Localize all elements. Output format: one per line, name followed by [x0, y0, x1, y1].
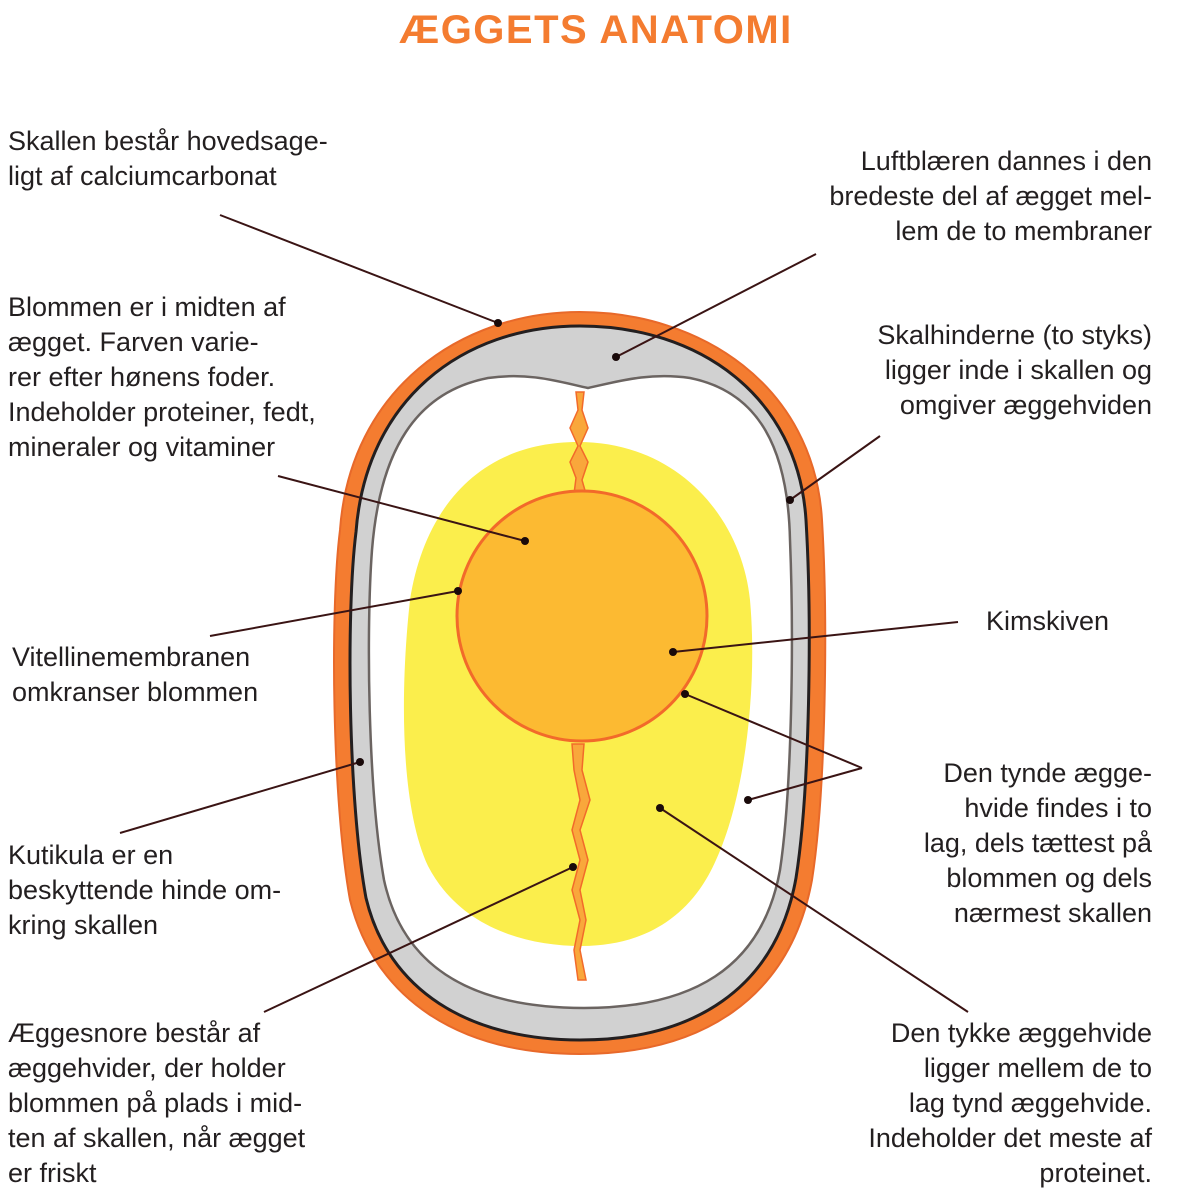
dot-aeggesnore [569, 863, 577, 871]
leader-dots [356, 319, 794, 871]
dot-tynd-2 [744, 796, 752, 804]
label-blomme: Blommen er i midten af ægget. Farven var… [8, 292, 316, 462]
dot-blomme [521, 537, 529, 545]
dot-vitelline [454, 587, 462, 595]
leader-skalhinder [789, 435, 881, 501]
dot-skal [494, 319, 502, 327]
page-title: ÆGGETS ANATOMI [399, 8, 793, 52]
lower-chalaza [571, 743, 591, 981]
label-luftblaere: Luftblæren dannes i den bredeste del af … [829, 146, 1152, 246]
label-skal: Skallen består hovedsage- ligt af calciu… [8, 126, 328, 191]
leader-tynd-1 [684, 693, 863, 769]
yolk [455, 489, 709, 743]
leader-skal [219, 214, 499, 324]
dot-skalhinder [786, 496, 794, 504]
leader-luftblaere [615, 253, 817, 358]
label-skalhinder: Skalhinderne (to styks) ligger inde i sk… [877, 320, 1152, 420]
leader-kutikula [119, 761, 361, 834]
dot-kimskive [669, 648, 677, 656]
leader-kimskive [672, 621, 959, 653]
dot-tyk [656, 804, 664, 812]
label-kimskive: Kimskiven [986, 606, 1110, 636]
dot-kutikula [356, 758, 364, 766]
label-aeggesnore: Æggesnore består af æggehvider, der hold… [8, 1018, 306, 1188]
label-kutikula: Kutikula er en beskyttende hinde om- kri… [8, 840, 282, 940]
label-tyk-hvide: Den tykke æggehvide ligger mellem de to … [868, 1018, 1152, 1188]
dot-luftblaere [612, 353, 620, 361]
leader-vitelline [209, 590, 459, 637]
dot-tynd-1 [681, 690, 689, 698]
leader-blomme [277, 475, 526, 542]
label-vitelline: Vitellinemembranen omkranser blommen [12, 642, 259, 707]
leader-tynd-2 [747, 767, 863, 801]
leader-aeggesnore [263, 866, 574, 1013]
leader-tyk [659, 807, 969, 1013]
leader-lines [119, 214, 969, 1013]
label-tynd-hvide: Den tynde ægge- hvide findes i to lag, d… [923, 758, 1152, 928]
